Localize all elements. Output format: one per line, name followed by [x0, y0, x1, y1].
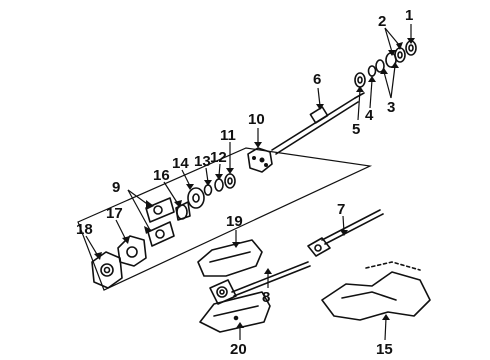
callout-8: 8 [262, 289, 270, 306]
upper-shroud [197, 239, 263, 277]
callout-5: 5 [352, 121, 360, 138]
callout-13: 13 [194, 153, 211, 170]
callout-labels: 1 2 3 4 5 6 7 8 9 10 11 12 13 14 15 16 1… [76, 7, 413, 358]
intermediate-shaft [307, 209, 384, 257]
callout-12: 12 [210, 149, 227, 166]
bearing-stack [354, 40, 417, 88]
callout-7: 7 [337, 201, 345, 218]
callout-18: 18 [76, 221, 93, 238]
callout-2: 2 [378, 13, 386, 30]
subassembly-outline [77, 147, 373, 291]
callout-3: 3 [387, 99, 395, 116]
column-housing [91, 251, 123, 289]
callout-6: 6 [313, 71, 321, 88]
callout-4: 4 [365, 107, 374, 124]
bearing-housing [117, 235, 147, 267]
gear-assembly [175, 187, 205, 221]
upper-shaft [271, 92, 365, 155]
callout-15: 15 [376, 341, 393, 358]
mounting-bracket [321, 261, 431, 321]
callout-1: 1 [405, 7, 413, 24]
callout-19: 19 [226, 213, 243, 230]
callout-11: 11 [220, 127, 236, 144]
universal-joints [145, 197, 175, 247]
lock-plate [247, 147, 273, 173]
callout-10: 10 [248, 111, 265, 128]
leader-lines [85, 24, 415, 341]
callout-16: 16 [153, 167, 170, 184]
callout-9: 9 [112, 179, 120, 196]
callout-20: 20 [230, 341, 247, 358]
callout-14: 14 [172, 155, 189, 172]
lower-shaft [209, 261, 311, 305]
lower-shroud [199, 291, 271, 333]
callout-17: 17 [106, 205, 123, 222]
